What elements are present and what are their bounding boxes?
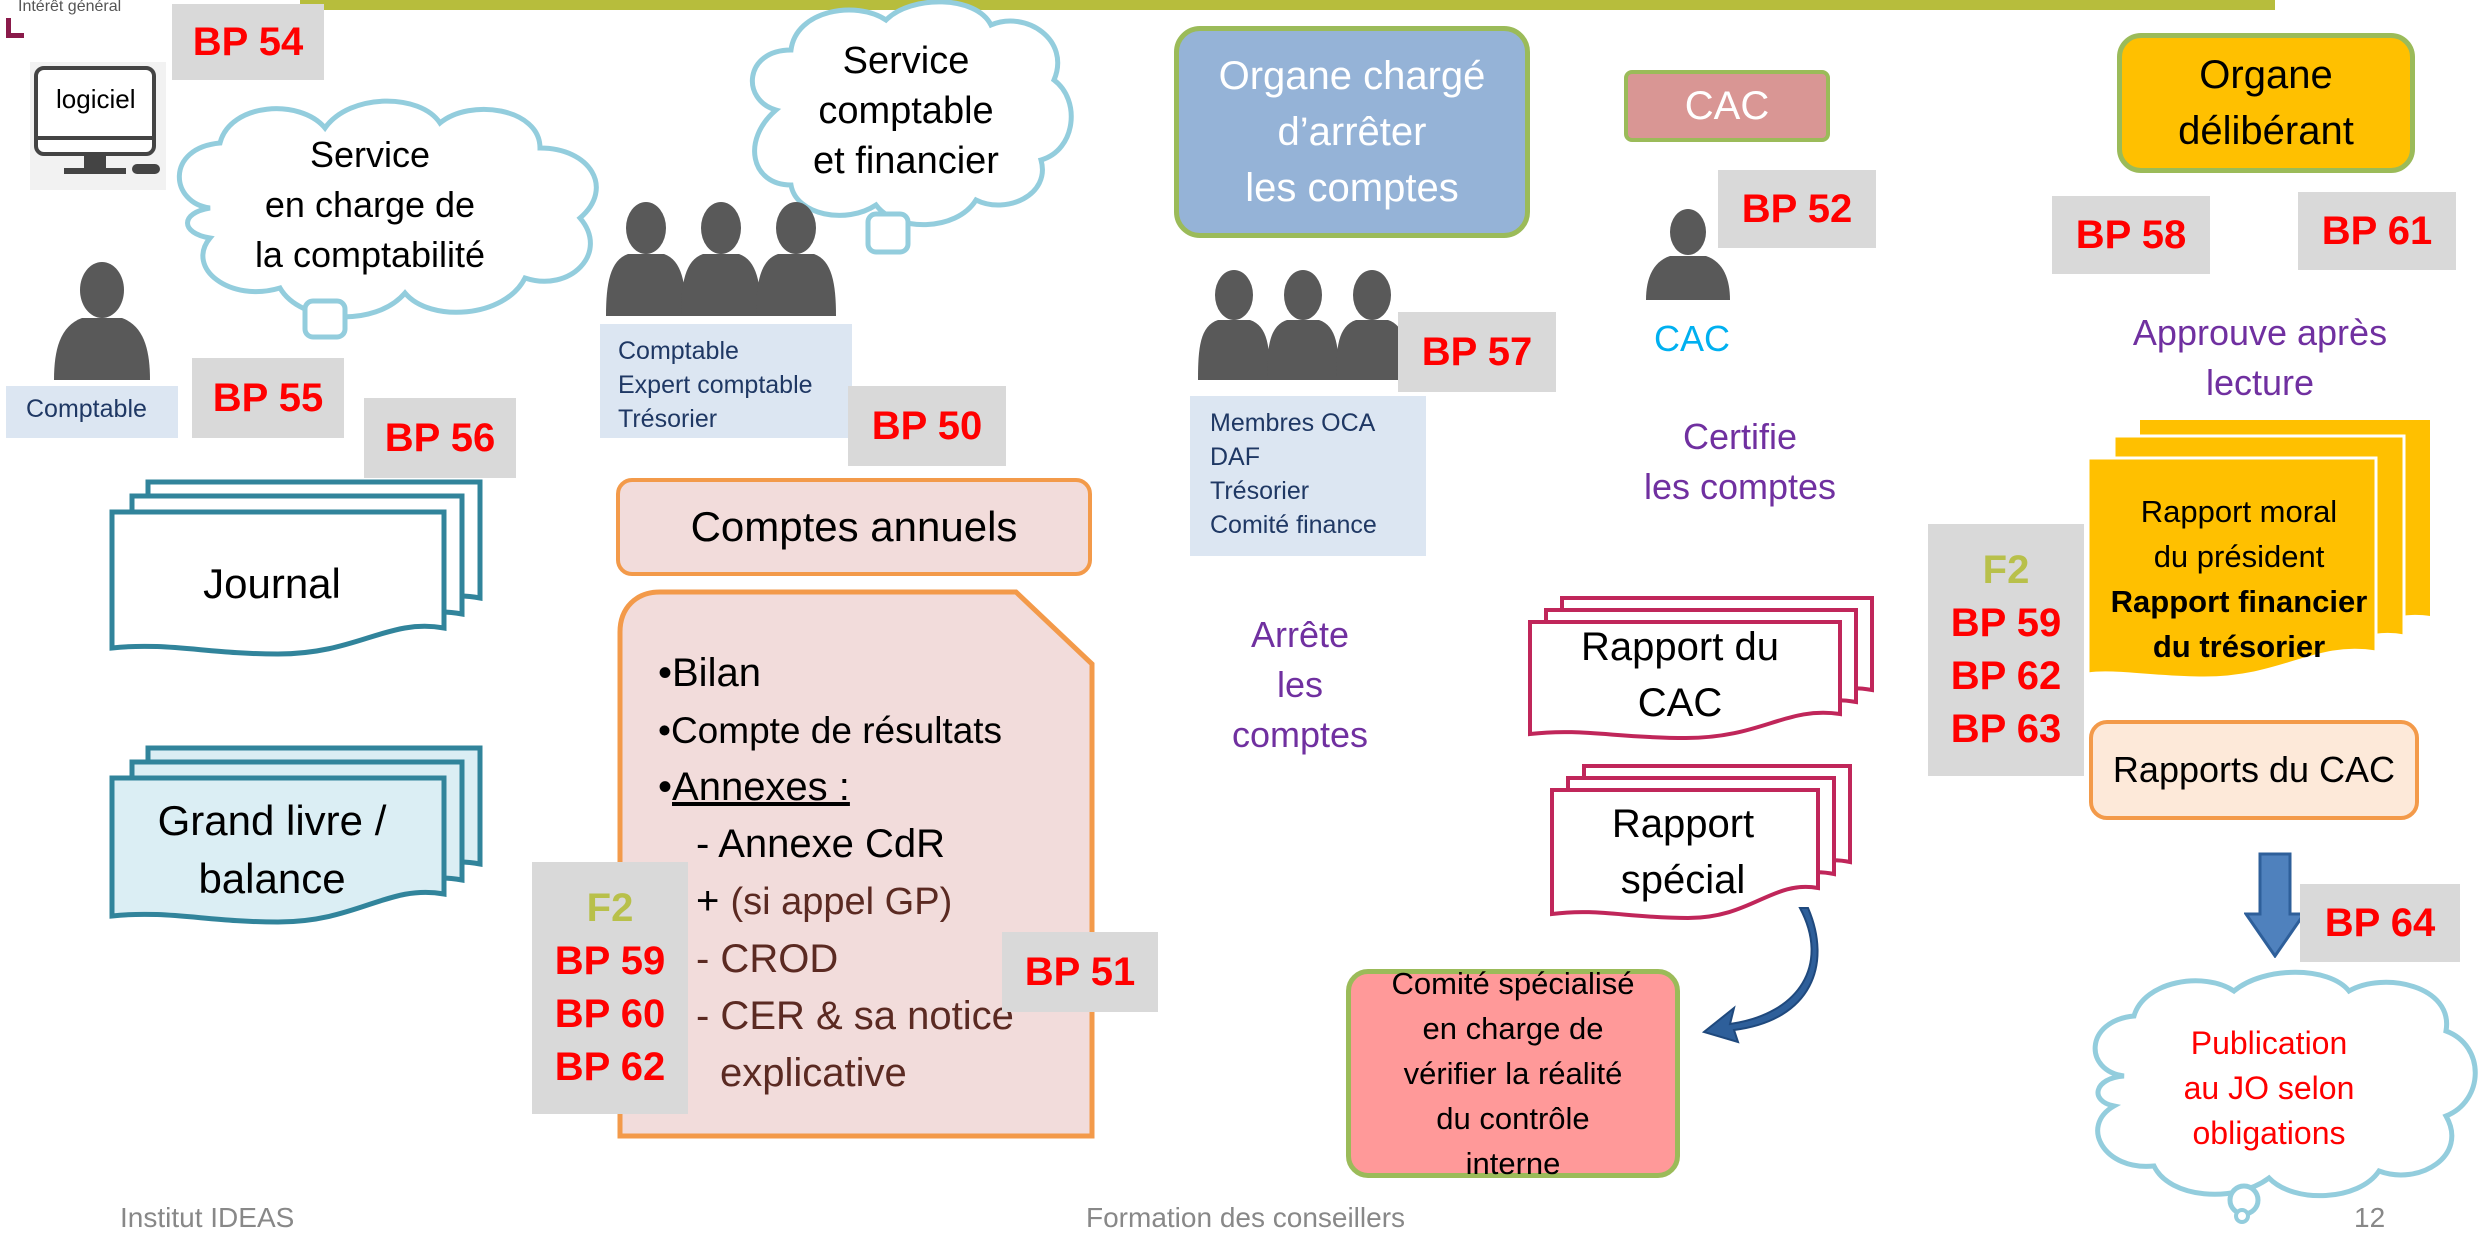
journal-document	[108, 478, 484, 662]
comite-specialise: Comité spécialisé en charge de vérifier …	[1346, 966, 1680, 1181]
people-group-icon-oca	[1198, 268, 1408, 380]
cloud-service-comptable-financier	[736, 0, 1076, 262]
arrete-les-comptes: Arrête les comptes	[1231, 614, 1369, 755]
badge-stack-comptes: F2 BP 59 BP 60 BP 62	[532, 862, 688, 1114]
badge-bp58: BP 58	[2052, 196, 2210, 274]
badge-bp51: BP 51	[1002, 932, 1158, 1012]
badge-stack-right: F2 BP 59 BP 62 BP 63	[1928, 524, 2084, 776]
cac-title: CAC	[1624, 70, 1830, 142]
computer-icon	[28, 60, 168, 192]
people-group-icon	[606, 200, 836, 316]
badge-bp61: BP 61	[2298, 192, 2456, 270]
organe-charge-arreter: Organe chargé d’arrêter les comptes	[1174, 26, 1530, 238]
cloud-service-comptabilite	[150, 88, 620, 358]
curved-arrow-icon	[1700, 904, 1830, 1044]
comptes-annuels-title: Comptes annuels	[616, 478, 1092, 576]
rapport-moral-text: Rapport moral du président Rapport finan…	[2110, 494, 2368, 664]
logo-mark	[6, 18, 24, 38]
person-icon	[52, 260, 152, 380]
grand-livre-document	[108, 744, 484, 930]
item-cer: - CER & sa notice	[696, 994, 1014, 1038]
cloud-service-comptable-financier-text: Service comptable et financier	[813, 40, 999, 182]
badge-bp54: BP 54	[172, 4, 324, 80]
badge-bp52: BP 52	[1718, 170, 1876, 248]
publication-text: Publication au JO selon obligations	[2183, 1024, 2355, 1151]
journal-label: Journal	[203, 560, 341, 607]
footer-page-number: 12	[2354, 1202, 2386, 1233]
item-compte-resultats: •Compte de résultats	[658, 710, 1003, 751]
badge-bp56: BP 56	[364, 398, 516, 478]
rapports-stack-document	[2084, 416, 2434, 692]
badge-bp64: BP 64	[2300, 884, 2460, 962]
rapport-du-cac-document	[1526, 594, 1876, 742]
cac-person-label: CAC	[1654, 318, 1731, 359]
grand-livre-label: Grand livre / balance	[157, 797, 387, 902]
footer-left: Institut IDEAS	[120, 1202, 295, 1233]
badge-bp57: BP 57	[1398, 312, 1556, 392]
cloud-service-comptabilite-text: Service en charge de la comptabilité	[254, 134, 486, 275]
logo-text: Intérêt général	[18, 0, 122, 15]
item-appel-gp: + (si appel GP)	[696, 879, 953, 923]
down-arrow-icon	[2244, 852, 2306, 958]
organe-deliberant: Organe délibérant	[2117, 33, 2415, 173]
top-accent-bar	[300, 0, 2275, 10]
rapport-special-label: Rapport spécial	[1611, 802, 1755, 902]
label-comptable: Comptable	[6, 386, 178, 438]
cloud-publication	[2074, 966, 2484, 1224]
footer-center: Formation des conseillers	[1086, 1202, 1406, 1233]
rapports-du-cac: Rapports du CAC	[2089, 720, 2419, 820]
roles-oca: Membres OCA DAF Trésorier Comité finance	[1190, 396, 1426, 556]
badge-bp50: BP 50	[848, 386, 1006, 466]
item-crod: - CROD	[696, 937, 839, 981]
rapport-du-cac-label: Rapport du CAC	[1581, 625, 1779, 725]
item-cer-2: explicative	[720, 1051, 907, 1095]
roles-service-comptable: Comptable Expert comptable Trésorier	[600, 324, 852, 438]
item-annexe-cdr: - Annexe CdR	[696, 822, 946, 866]
item-bilan: •Bilan	[658, 651, 761, 695]
badge-bp55: BP 55	[192, 358, 344, 438]
comptes-annuels-list: •Bilan •Compte de résultats •Annexes : -…	[658, 645, 1014, 1102]
item-annexes: •Annexes :	[658, 765, 850, 809]
certifie-les-comptes: Certifie les comptes	[1643, 416, 1837, 507]
logiciel-label: logiciel	[56, 84, 136, 114]
approuve-apres-lecture: Approuve après lecture	[2132, 312, 2388, 403]
person-icon-cac	[1644, 208, 1732, 300]
rapport-special-document	[1548, 762, 1854, 922]
